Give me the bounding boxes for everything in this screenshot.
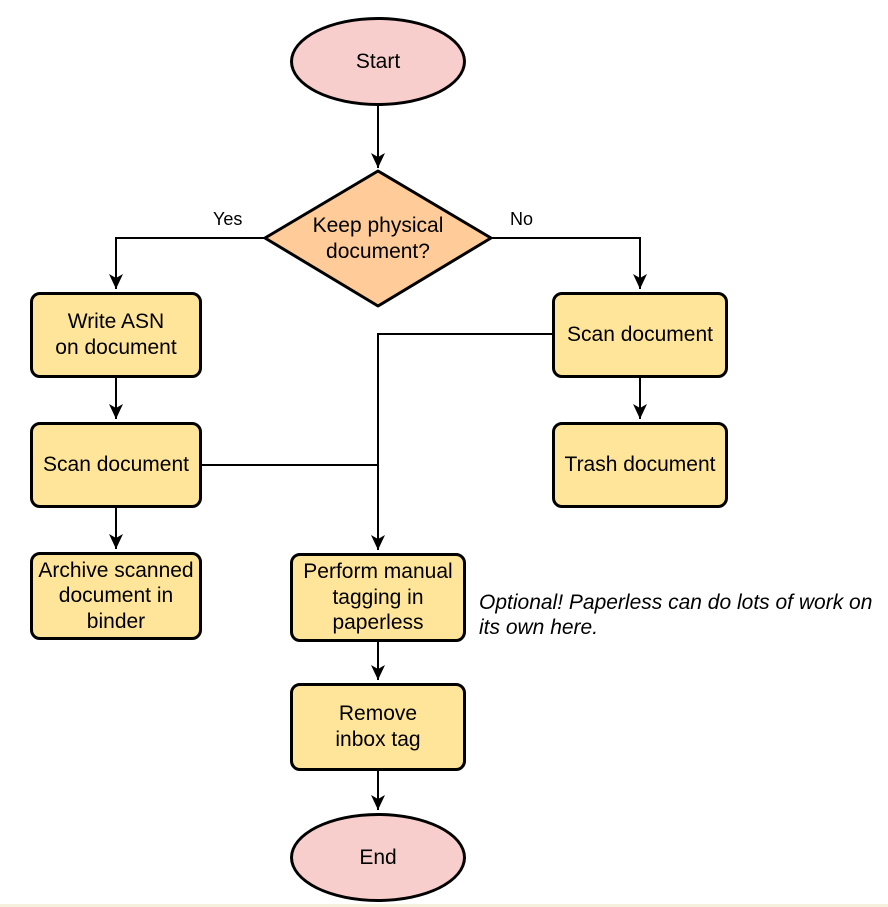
edge-label-no: No <box>508 209 536 231</box>
node-decision-label: Keep physical document? <box>312 213 444 263</box>
node-write-asn: Write ASN on document <box>30 292 202 378</box>
edge-decision-no-to-scan-right <box>491 237 647 289</box>
node-manual-tagging: Perform manual tagging in paperless <box>290 553 466 642</box>
edge-scan-right-to-tagging <box>371 333 552 550</box>
node-decision: Keep physical document? <box>278 171 478 306</box>
node-start-label: Start <box>355 49 401 73</box>
node-remove-inbox-tag: Remove inbox tag <box>290 683 466 771</box>
decision-diamond-shape <box>263 169 493 308</box>
node-archive-scanned-label: Archive scanned document in binder <box>38 558 194 633</box>
node-archive-scanned: Archive scanned document in binder <box>30 552 202 640</box>
node-end: End <box>290 813 466 902</box>
optional-annotation: Optional! Paperless can do lots of work … <box>479 591 873 640</box>
node-trash-document-label: Trash document <box>564 453 716 477</box>
node-write-asn-label: Write ASN on document <box>55 310 177 359</box>
edge-decision-yes-to-write-asn <box>109 237 265 289</box>
node-remove-inbox-tag-label: Remove inbox tag <box>335 702 421 751</box>
node-start: Start <box>290 17 466 106</box>
node-end-label: End <box>359 845 397 869</box>
node-scan-document-left: Scan document <box>30 422 202 508</box>
node-manual-tagging-label: Perform manual tagging in paperless <box>303 560 453 635</box>
edge-label-yes: Yes <box>211 209 245 231</box>
node-scan-document-right: Scan document <box>552 292 728 378</box>
node-scan-document-right-label: Scan document <box>567 323 713 347</box>
node-trash-document: Trash document <box>552 422 728 508</box>
bottom-rule <box>0 904 888 907</box>
node-scan-document-left-label: Scan document <box>43 453 189 477</box>
